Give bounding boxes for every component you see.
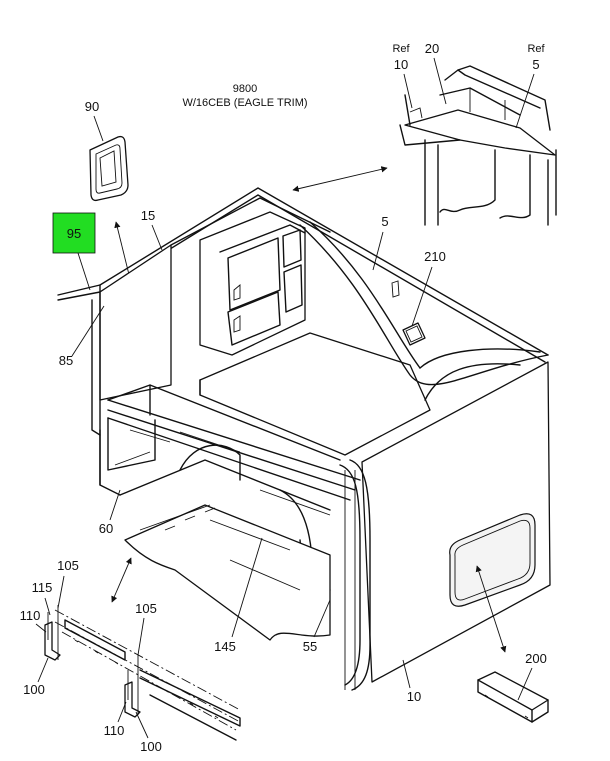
trim-detail-inset [399,65,557,226]
title-line-1: 9800 [233,83,257,95]
callout-105-b: 105 [135,601,157,616]
floor-rail-assembly [44,605,241,741]
callout-20: 20 [425,41,439,56]
callout-115: 115 [32,580,53,595]
detail-ref-a: Ref [392,43,410,55]
callout-10: 10 [407,689,421,704]
detail-ref-b: Ref [527,43,545,55]
callout-60: 60 [99,521,113,536]
callout-85: 85 [59,353,73,368]
window-trim-arrow [475,565,507,653]
title-line-2: W/16CEB (EAGLE TRIM) [182,97,307,109]
callout-55: 55 [303,639,317,654]
highlight-box-95 [52,212,96,254]
callout-90: 90 [85,99,99,114]
window-frame-part [89,135,129,202]
callout-100-b: 100 [140,739,162,754]
callout-5: 5 [381,214,388,229]
callout-110-b: 110 [104,723,125,738]
callout-95: 95 [67,226,81,241]
callout-200: 200 [525,651,547,666]
callout-145: 145 [214,639,236,654]
floor-rail-arrow [111,557,132,603]
callout-110-a: 110 [20,608,41,623]
callout-105-a: 105 [57,558,79,573]
sleeper-cab-body [57,187,551,691]
callout-100-a: 100 [23,682,45,697]
detail-reference-arrow [292,166,388,192]
detail-ref-a-number: 10 [394,57,408,72]
window-trim-part [477,671,549,723]
detail-ref-b-number: 5 [532,57,539,72]
callout-15: 15 [141,208,155,223]
callout-210: 210 [424,249,446,264]
